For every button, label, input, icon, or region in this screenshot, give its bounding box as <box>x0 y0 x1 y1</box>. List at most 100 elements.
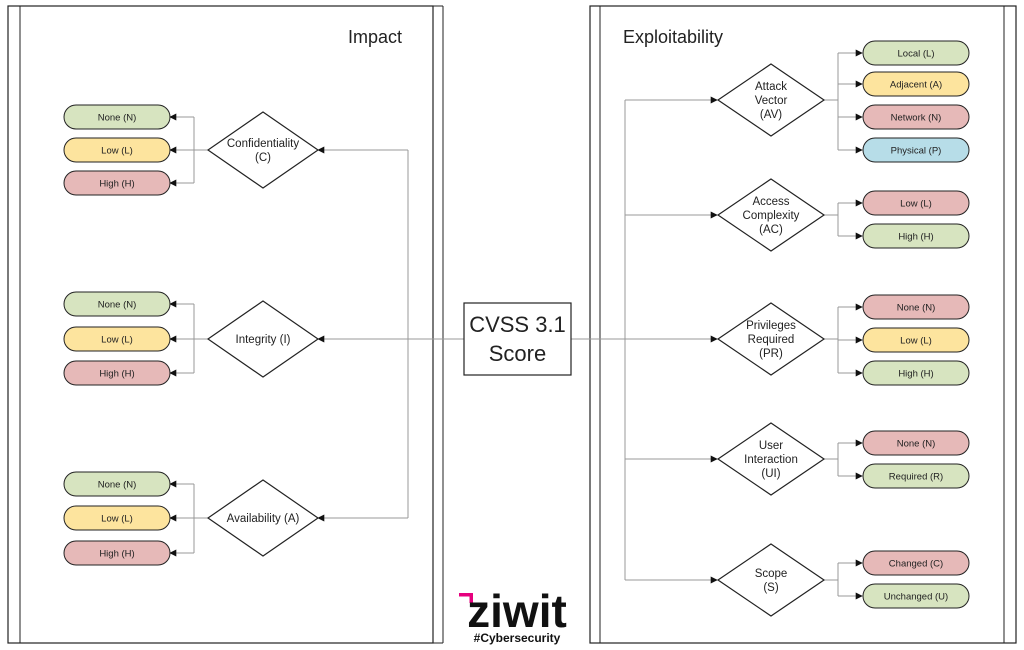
option-low-l: Low (L) <box>63 137 171 163</box>
option-changed-c-label: Changed (C) <box>889 559 943 570</box>
logo-accent-corner <box>469 593 473 603</box>
option-low-l-label: Low (L) <box>101 146 133 157</box>
option-high-h-shape <box>63 540 171 566</box>
option-high-h: High (H) <box>862 223 970 249</box>
diamond-integrity-i-label-line: Integrity (I) <box>236 334 291 346</box>
diamond-scope: Scope (S) <box>716 543 826 617</box>
option-low-l-label: Low (L) <box>900 336 932 347</box>
diamond-integrity-i-shape <box>206 300 320 378</box>
option-none-n-label: None (N) <box>897 439 936 450</box>
diamond-access-label-line: Complexity <box>743 210 800 222</box>
diamond-privileges-shape <box>716 302 826 376</box>
diamond-user-label-line: User <box>759 440 783 452</box>
option-low-l-shape <box>63 505 171 531</box>
option-none-n-shape <box>63 104 171 130</box>
option-high-h-shape <box>63 360 171 386</box>
score-line-1: CVSS 3.1 <box>469 312 566 337</box>
diamond-access-shape <box>716 178 826 252</box>
option-required-r-shape <box>862 463 970 489</box>
diamond-confidentiality-label-line: (C) <box>255 152 271 164</box>
option-required-r-label: Required (R) <box>889 472 943 483</box>
diamond-attack-label-line: Vector <box>755 95 788 107</box>
option-high-h: High (H) <box>63 540 171 566</box>
option-high-h-shape <box>862 223 970 249</box>
diamond-availability-a-shape <box>206 479 320 557</box>
option-physical-p-shape <box>862 137 970 163</box>
diamond-privileges-label-line: Required <box>748 334 795 346</box>
option-low-l-shape <box>862 327 970 353</box>
option-none-n-shape <box>63 471 171 497</box>
diamond-user-shape <box>716 422 826 496</box>
option-network-n: Network (N) <box>862 104 970 130</box>
diamond-scope-label-line: (S) <box>763 582 779 594</box>
diamond-attack-label-line: Attack <box>755 81 787 93</box>
diamond-confidentiality: Confidentiality (C) <box>206 111 320 189</box>
option-none-n-label: None (N) <box>98 113 137 124</box>
option-changed-c-shape <box>862 550 970 576</box>
option-low-l-label: Low (L) <box>900 199 932 210</box>
option-high-h: High (H) <box>63 360 171 386</box>
option-high-h: High (H) <box>63 170 171 196</box>
diamond-privileges-label-line: Privileges <box>746 320 796 332</box>
option-none-n-label: None (N) <box>98 480 137 491</box>
option-network-n-label: Network (N) <box>891 113 942 124</box>
option-low-l-label: Low (L) <box>101 335 133 346</box>
ziwit-logo: ziwit #Cybersecurity <box>459 585 567 645</box>
option-unchanged-u-label: Unchanged (U) <box>884 592 948 603</box>
metric-nodes: Confidentiality (C) None (N) Low (L) High (H… <box>63 40 970 617</box>
diamond-scope-shape <box>716 543 826 617</box>
option-changed-c: Changed (C) <box>862 550 970 576</box>
option-low-l-shape <box>862 190 970 216</box>
option-low-l: Low (L) <box>63 505 171 531</box>
diamond-user-label-line: Interaction <box>744 454 798 466</box>
option-low-l-shape <box>63 137 171 163</box>
option-high-h-shape <box>862 360 970 386</box>
option-local-l: Local (L) <box>862 40 970 66</box>
option-none-n: None (N) <box>63 291 171 317</box>
option-adjacent-a: Adjacent (A) <box>862 71 970 97</box>
option-none-n: None (N) <box>63 104 171 130</box>
option-unchanged-u-shape <box>862 583 970 609</box>
diamond-confidentiality-label-line: Confidentiality <box>227 138 299 150</box>
diamond-availability-a-label-line: Availability (A) <box>227 513 300 525</box>
option-low-l-shape <box>63 326 171 352</box>
logo-tagline: #Cybersecurity <box>474 631 561 645</box>
diamond-attack-shape <box>716 63 826 137</box>
option-none-n: None (N) <box>862 430 970 456</box>
logo-wordmark: ziwit <box>467 585 567 637</box>
option-adjacent-a-label: Adjacent (A) <box>890 80 942 91</box>
option-physical-p: Physical (P) <box>862 137 970 163</box>
diamond-integrity-i: Integrity (I) <box>206 300 320 378</box>
option-required-r: Required (R) <box>862 463 970 489</box>
option-none-n-shape <box>862 294 970 320</box>
cvss-score-box: CVSS 3.1 Score <box>463 302 572 376</box>
impact-panel: Impact <box>7 5 444 644</box>
diamond-scope-label-line: Scope <box>755 568 788 580</box>
option-high-h-label: High (H) <box>898 232 933 243</box>
option-high-h: High (H) <box>862 360 970 386</box>
option-none-n: None (N) <box>862 294 970 320</box>
option-unchanged-u: Unchanged (U) <box>862 583 970 609</box>
option-low-l: Low (L) <box>63 326 171 352</box>
diamond-access-label-line: (AC) <box>759 224 783 236</box>
option-high-h-shape <box>63 170 171 196</box>
logo-accent-icon <box>459 593 473 597</box>
option-none-n-label: None (N) <box>897 303 936 314</box>
exploitability-title: Exploitability <box>623 27 723 47</box>
option-high-h-label: High (H) <box>99 369 134 380</box>
option-low-l-label: Low (L) <box>101 514 133 525</box>
option-low-l: Low (L) <box>862 190 970 216</box>
option-high-h-label: High (H) <box>99 549 134 560</box>
diamond-privileges-label-line: (PR) <box>759 348 783 360</box>
diamond-access-label-line: Access <box>752 196 789 208</box>
option-none-n-shape <box>63 291 171 317</box>
connector-lines <box>169 49 863 600</box>
option-physical-p-label: Physical (P) <box>891 146 942 157</box>
diamond-confidentiality-shape <box>206 111 320 189</box>
option-high-h-label: High (H) <box>898 369 933 380</box>
